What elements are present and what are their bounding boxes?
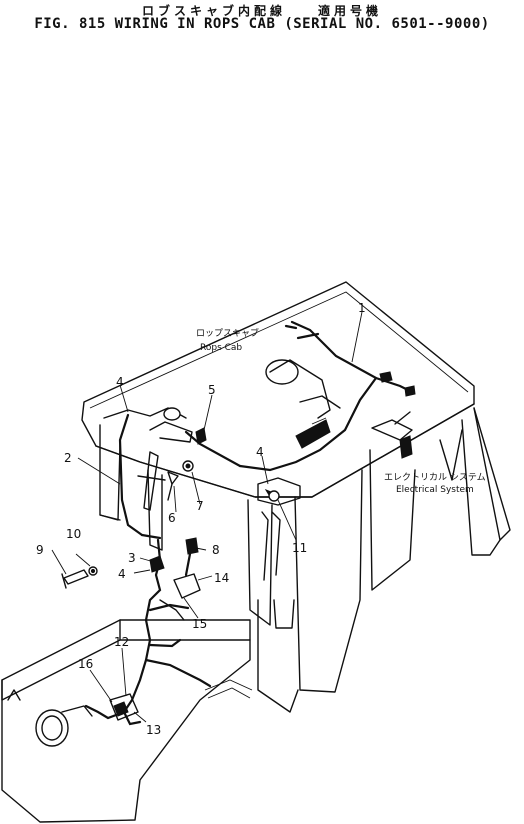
cab-roof: [81, 281, 475, 498]
callout-12: 12: [114, 635, 129, 649]
lower-harness: [61, 537, 212, 726]
callout-16: 16: [78, 657, 93, 671]
callout-7: 7: [196, 499, 204, 513]
callout-1: 1: [358, 301, 366, 315]
callout-10: 10: [66, 527, 81, 541]
callout-8: 8: [212, 543, 220, 557]
leader-lines: [51, 311, 363, 723]
callout-4-lower: 4: [118, 567, 126, 581]
callout-9: 9: [36, 543, 44, 557]
figure-title-japanese: ロブスキャブ内配線 適用号機: [141, 4, 382, 18]
rops-cab-caption: Rops Cab: [200, 343, 242, 353]
callout-11: 11: [292, 541, 307, 555]
rops-cab-caption-jp: ロップスキャブ: [196, 327, 259, 339]
callout-2: 2: [64, 451, 72, 465]
callout-4-right: 4: [256, 445, 264, 459]
callout-4-top: 4: [116, 375, 124, 389]
callout-numbers: 1 2 3 4 4 4 5 6 7 8 9 10 11 12 13 14 15 …: [36, 301, 366, 737]
callout-13: 13: [146, 723, 161, 737]
lamp-lens: [35, 709, 69, 747]
roof-components: [103, 320, 416, 581]
electrical-system-caption: Electrical System: [396, 485, 474, 495]
electrical-system-caption-jp: エレクトリカル システム: [384, 472, 486, 483]
figure-title: FIG. 815 WIRING IN ROPS CAB (SERIAL NO. …: [34, 16, 490, 32]
callout-15: 15: [192, 617, 207, 631]
callout-6: 6: [168, 511, 176, 525]
captions: ロップスキャブ Rops Cab エレクトリカル システム Electrical…: [196, 327, 486, 495]
cab-pillars: [99, 407, 511, 693]
callout-5: 5: [208, 383, 216, 397]
callout-3: 3: [128, 551, 136, 565]
callout-14: 14: [214, 571, 229, 585]
rear-body: [1, 599, 299, 823]
